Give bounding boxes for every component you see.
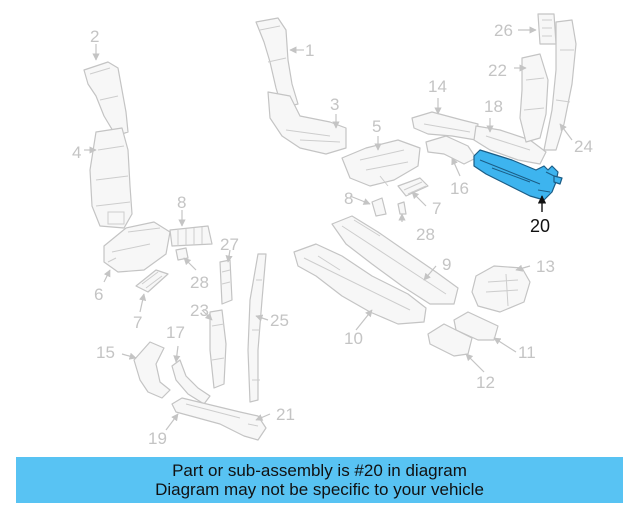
callout-6: 6 [94,285,103,304]
callout-11: 11 [518,343,536,362]
part-6-connector [103,221,171,273]
callout-5: 5 [372,117,381,136]
part-7-vent-left [135,269,169,293]
callout-16: 16 [450,179,469,198]
callout-22: 22 [488,61,507,80]
part-27-bracket [219,259,233,305]
part-2-duct [83,61,129,137]
callout-21: 21 [276,405,295,424]
callout-17: 17 [166,323,185,342]
part-23-pillar-duct [209,309,227,389]
callout-28-left: 28 [190,273,209,292]
part-25-pillar-duct [247,253,267,403]
part-5-distributor [341,139,421,187]
callout-28-right: 28 [416,225,435,244]
callout-7-right: 7 [432,199,441,218]
part-19-floor-duct [171,397,267,441]
callout-7-left: 7 [133,313,142,332]
callout-15: 15 [96,343,115,362]
info-banner: Part or sub-assembly is #20 in diagram D… [16,457,623,503]
part-13-vent [471,265,531,313]
part-15-hose [133,341,171,399]
callout-9: 9 [442,255,451,274]
part-10-center-duct [293,243,427,325]
leader-lines [84,26,573,431]
part-1-duct [255,17,299,109]
banner-line-disclaimer: Diagram may not be specific to your vehi… [155,480,484,499]
callout-labels: 2 1 3 4 5 6 7 8 28 27 23 25 17 15 19 21 … [72,21,593,448]
part-8-clip-right [371,197,387,217]
callout-12: 12 [476,373,495,392]
part-26-vent [537,13,557,45]
callout-27: 27 [220,235,239,254]
part-22-duct [519,53,549,143]
part-28-clip-left [175,247,189,261]
callout-8-left: 8 [177,193,186,212]
part-17-hose [171,359,211,405]
part-18-duct [473,125,547,165]
part-20-highlighted-duct [473,149,563,201]
callout-10: 10 [344,329,363,348]
part-4-duct [89,127,133,229]
part-16-hose [425,135,477,165]
callout-26: 26 [494,21,513,40]
callout-18: 18 [484,97,503,116]
callout-1: 1 [305,41,314,60]
callout-19: 19 [148,429,167,448]
callout-13: 13 [536,257,555,276]
callout-14: 14 [428,77,447,96]
part-8-vent-left [169,225,213,247]
parts-diagram: 2 1 3 4 5 6 7 8 28 27 23 25 17 15 19 21 … [72,13,593,448]
callout-20: 20 [530,216,550,236]
callout-8-right: 8 [344,189,353,208]
part-28-clip-right [397,201,407,215]
callout-25: 25 [270,311,289,330]
callout-4: 4 [72,143,81,162]
callout-23: 23 [190,301,209,320]
callout-2: 2 [90,27,99,46]
part-24-duct [543,19,577,151]
part-3-duct [267,91,347,155]
callout-3: 3 [330,95,339,114]
banner-line-part-number: Part or sub-assembly is #20 in diagram [172,461,467,480]
part-7-vent-right [397,177,429,197]
callout-24: 24 [574,137,593,156]
part-9-center-duct [331,215,459,305]
